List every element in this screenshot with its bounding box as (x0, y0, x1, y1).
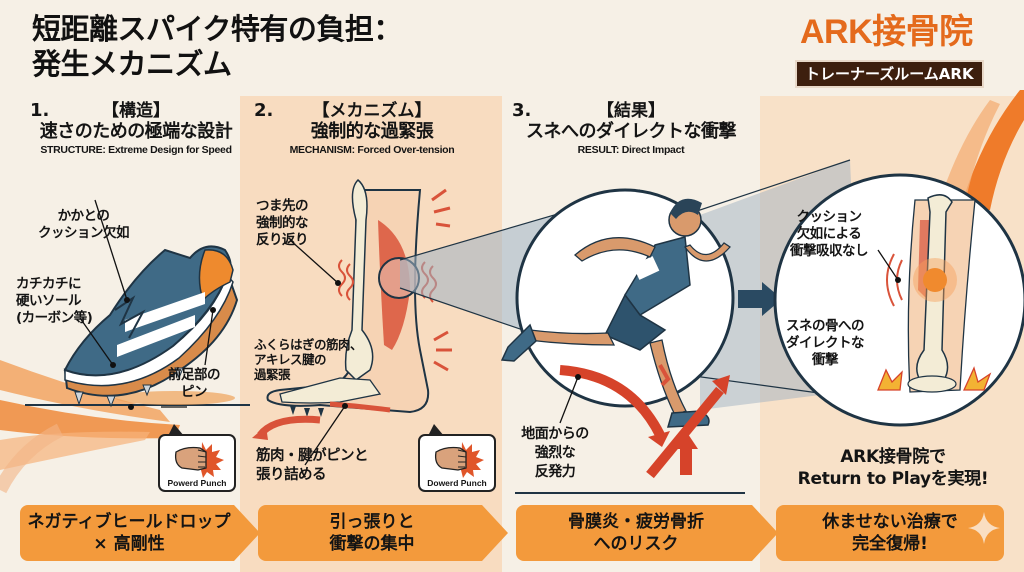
section-2-number: 2. (254, 100, 273, 121)
label-line: アキレス腱の (254, 352, 327, 367)
label-line: クッション (796, 209, 863, 225)
title-line-2: 発生メカニズム (32, 47, 232, 81)
label-line: つま先の (256, 198, 309, 214)
label-line: 衝撃 (812, 352, 839, 368)
ground-reaction-label: 地面からの 強烈な 反発力 (510, 425, 600, 482)
brand-logo: ARK接骨院 (800, 13, 973, 51)
label-line: 地面からの (521, 426, 589, 442)
ground-line-3 (515, 492, 745, 494)
label-line: 前足部の (168, 367, 221, 383)
no-cushion-label: クッション 欠如による 衝撃吸収なし (788, 209, 870, 260)
title-line-1: 短距離スパイク特有の負担： (32, 12, 402, 46)
label-line: 過緊張 (254, 367, 291, 382)
section-1-heading: 【構造】 速さのための極端な設計 STRUCTURE: Extreme Desi… (26, 101, 246, 157)
chevron-line: 完全復帰! (852, 534, 928, 554)
section-3-number: 3. (512, 100, 531, 121)
label-line: 反発力 (534, 464, 576, 480)
right-arrow-icon (738, 282, 782, 316)
chevron-line: 衝撃の集中 (329, 534, 415, 554)
section-title: 速さのための極端な設計 (39, 121, 233, 142)
section-number: 2. (254, 100, 274, 121)
forefoot-pin-label: 前足部の ピン (168, 367, 221, 401)
sprinter-icon (500, 198, 731, 479)
hard-sole-label: カチカチに 硬いソール (カーボン等) (16, 276, 93, 327)
badge-caption: Dowerd Punch (427, 478, 487, 488)
chevron-line: × 高剛性 (93, 534, 165, 554)
sparkle-icon (968, 512, 1000, 544)
label-line: 欠如による (796, 226, 862, 242)
section-number: 3. (512, 100, 532, 121)
speech-tail (428, 424, 444, 436)
section-2-heading: 【メカニズム】 強制的な過緊張 MECHANISM: Forced Over-t… (254, 101, 490, 157)
label-line: ダイレクトな (786, 335, 865, 351)
section-tag: 【メカニズム】 (312, 101, 432, 121)
label-line: 筋肉・腱がピンと (256, 448, 369, 464)
badge-caption: Powerd Punch (167, 478, 227, 488)
label-line: スネの骨への (786, 318, 865, 334)
powerd-punch-badge: Powerd Punch (158, 424, 236, 492)
fist-impact-icon (174, 442, 224, 478)
label-line: 硬いソール (16, 293, 82, 309)
fist-impact-icon (434, 442, 484, 478)
closing-line: Return to Playを実現! (797, 469, 989, 489)
section-title: 強制的な過緊張 (310, 121, 434, 142)
section-number: 1. (30, 100, 50, 121)
chevron-step-1: ネガティブヒールドロップ × 高剛性 (20, 505, 260, 561)
section-1-number: 1. (30, 100, 49, 121)
calf-achilles-tension-label: ふくらはぎの筋肉、 アキレス腱の 過緊張 (254, 337, 363, 382)
label-line: ピン (181, 384, 208, 400)
chevron-line: 休ませない治療で (822, 512, 958, 532)
section-tag: 【結果】 (597, 101, 665, 121)
section-subtitle-en: STRUCTURE: Extreme Design for Speed (40, 144, 232, 156)
speech-tail (168, 424, 184, 436)
label-line: 強制的な (256, 215, 309, 231)
shin-closeup-circle (773, 173, 1024, 427)
chevron-step-2: 引っ張りと 衝撃の集中 (258, 505, 508, 561)
section-subtitle-en: RESULT: Direct Impact (577, 144, 685, 156)
direct-shin-impact-label: スネの骨への ダイレクトな 衝撃 (770, 318, 880, 369)
label-line: ふくらはぎの筋肉、 (254, 337, 363, 352)
section-subtitle-en: MECHANISM: Forced Over-tension (289, 144, 455, 156)
label-line: クッション欠如 (38, 225, 130, 241)
speed-swoosh-right (940, 90, 1024, 210)
page-title: 短距離スパイク特有の負担： 発生メカニズム (32, 12, 402, 82)
heel-cushion-label: かかとの クッション欠如 (38, 208, 130, 242)
toe-forced-bend-label: つま先の 強制的な 反り返り (256, 198, 309, 249)
brand-subtitle: トレーナーズルームARK (795, 60, 984, 88)
section-3-heading: 【結果】 スネへのダイレクトな衝撃 RESULT: Direct Impact (506, 101, 756, 157)
section-tag: 【構造】 (102, 101, 170, 121)
tendon-tight-label: 筋肉・腱がピンと 張り詰める (256, 447, 369, 485)
spike-shoe-icon (25, 199, 250, 410)
chevron-line: 骨膜炎・疲労骨折 (568, 512, 704, 532)
label-line: カチカチに (16, 276, 82, 292)
label-line: かかとの (57, 208, 110, 224)
dowerd-punch-badge: Dowerd Punch (418, 424, 496, 492)
chevron-line: へのリスク (593, 534, 679, 554)
label-line: 張り詰める (256, 467, 327, 483)
chevron-step-4: 休ませない治療で 完全復帰! (776, 505, 1004, 561)
chevron-line: ネガティブヒールドロップ (27, 512, 231, 532)
chevron-step-3: 骨膜炎・疲労骨折 へのリスク (516, 505, 778, 561)
label-line: 強烈な (534, 445, 576, 461)
leg-anatomy-icon (252, 178, 452, 466)
section-title: スネへのダイレクトな衝撃 (526, 121, 737, 142)
label-line: 衝撃吸収なし (790, 243, 869, 259)
label-line: 反り返り (256, 232, 309, 248)
label-line: (カーボン等) (16, 310, 93, 326)
chevron-line: 引っ張りと (329, 512, 415, 532)
closing-line: ARK接骨院で (840, 447, 946, 467)
closing-message: ARK接骨院で Return to Playを実現! (762, 446, 1024, 490)
